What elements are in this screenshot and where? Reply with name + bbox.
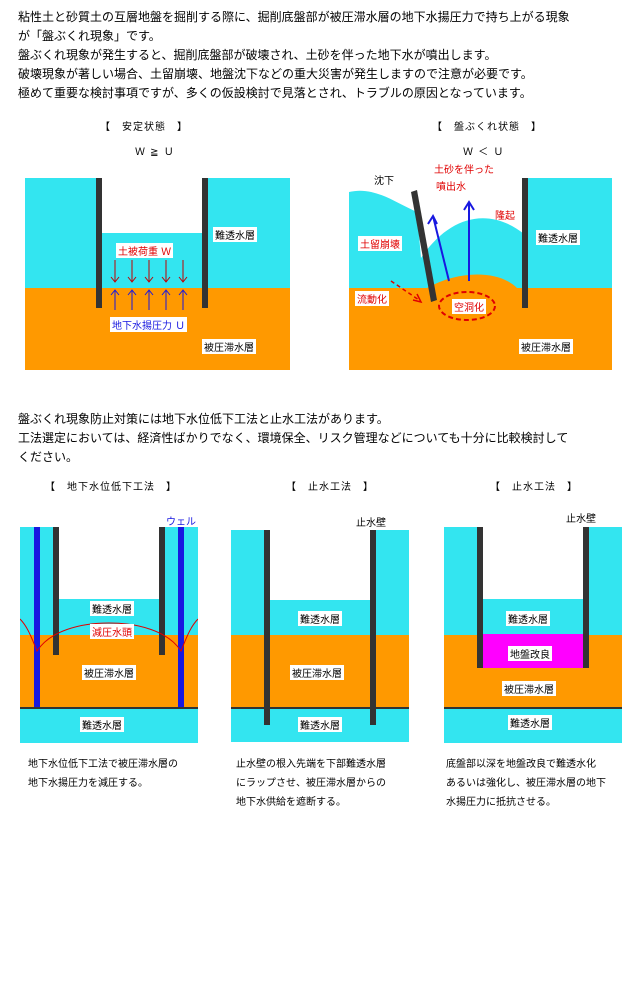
intro-text: 粘性土と砂質土の互層地盤を掘削する際に、掘削底盤部が被圧滞水層の地下水揚圧力で持… — [18, 8, 628, 103]
heave-title: 【 盤ぶくれ状態 】 — [432, 122, 542, 133]
confined-label: 被圧滞水層 — [519, 339, 573, 354]
caption-line: 水揚圧力に抵抗させる。 — [446, 797, 556, 808]
cutoff-wall — [477, 527, 483, 668]
method3-caption: 底盤部以深を地盤改良で難透水化 あるいは強化し、被圧滞水層の地下 水揚圧力に抵抗… — [446, 755, 636, 812]
confined-label: 被圧滞水層 — [290, 665, 344, 680]
well — [178, 527, 184, 707]
caption-line: 地下水揚圧力を減圧する。 — [28, 778, 148, 789]
bottom-impermeable-label: 難透水層 — [508, 715, 552, 730]
tilted-wall — [411, 190, 437, 302]
caption-line: にラップさせ、被圧滞水層からの — [236, 778, 386, 789]
retaining-wall — [53, 527, 59, 655]
uplift-label: 地下水揚圧力 Ｕ — [110, 317, 188, 332]
impermeable-label: 難透水層 — [298, 611, 342, 626]
confined-label: 被圧滞水層 — [82, 665, 136, 680]
caption-line: 止水壁の根入先端を下部難透水層 — [236, 759, 386, 770]
cutoff-wall — [264, 530, 270, 725]
bottom-impermeable-label: 難透水層 — [298, 717, 342, 732]
stable-title: 【 安定状態 】 — [100, 122, 188, 133]
load-label: 土被荷重 Ｗ — [116, 243, 174, 258]
method2-diagram — [231, 530, 409, 742]
intro-line: 盤ぶくれ現象が発生すると、掘削底盤部が破壊され、土砂を伴った地下水が噴出します。 — [18, 48, 497, 62]
retaining-wall — [159, 527, 165, 655]
method3-title: 【 止水工法 】 — [490, 482, 578, 493]
impermeable-label: 難透水層 — [536, 230, 580, 245]
method1-title: 【 地下水位低下工法 】 — [45, 482, 177, 493]
heave-diagram — [349, 178, 612, 370]
middle-line: 盤ぶくれ現象防止対策には地下水位低下工法と止水工法があります。 — [18, 412, 389, 426]
method3-diagram — [444, 527, 622, 743]
method1-caption: 地下水位低下工法で被圧滞水層の 地下水揚圧力を減圧する。 — [28, 755, 218, 793]
uplift-label: 隆起 — [495, 211, 515, 222]
cutoff-wall-label: 止水壁 — [566, 514, 596, 525]
bottom-impermeable-label: 難透水層 — [80, 717, 124, 732]
impermeable-label: 難透水層 — [506, 611, 550, 626]
retaining-wall — [202, 178, 208, 308]
settlement-label: 沈下 — [374, 176, 394, 187]
stable-diagram — [25, 178, 290, 370]
well-label: ウェル — [166, 517, 196, 528]
intro-line: 破壊現象が著しい場合、土留崩壊、地盤沈下などの重大災害が発生しますので注意が必要… — [18, 67, 533, 81]
intro-line: が「盤ぶくれ現象」です。 — [18, 29, 161, 43]
middle-text: 盤ぶくれ現象防止対策には地下水位低下工法と止水工法があります。 工法選定において… — [18, 410, 628, 467]
retaining-wall — [522, 178, 528, 308]
cutoff-wall — [583, 527, 589, 668]
method2-title: 【 止水工法 】 — [286, 482, 374, 493]
middle-line: ください。 — [18, 450, 79, 464]
caption-line: 地下水位低下工法で被圧滞水層の — [28, 759, 178, 770]
confined-label: 被圧滞水層 — [202, 339, 256, 354]
intro-line: 極めて重要な検討事項ですが、多くの仮設検討で見落とされ、トラブルの原因となってい… — [18, 86, 532, 100]
cavity-label: 空洞化 — [452, 299, 486, 314]
caption-line: 底盤部以深を地盤改良で難透水化 — [446, 759, 596, 770]
cutoff-wall — [370, 530, 376, 725]
caption-line: あるいは強化し、被圧滞水層の地下 — [446, 778, 606, 789]
method2-caption: 止水壁の根入先端を下部難透水層 にラップさせ、被圧滞水層からの 地下水供給を遮断… — [236, 755, 426, 812]
caption-line: 地下水供給を遮断する。 — [236, 797, 346, 808]
well — [34, 527, 40, 707]
sand-label: 噴出水 — [436, 182, 466, 193]
collapse-label: 土留崩壊 — [358, 236, 402, 251]
ground-improvement-label: 地盤改良 — [508, 646, 552, 661]
confined-label: 被圧滞水層 — [502, 681, 556, 696]
intro-line: 粘性土と砂質土の互層地盤を掘削する際に、掘削底盤部が被圧滞水層の地下水揚圧力で持… — [18, 10, 570, 24]
fluidize-label: 流動化 — [355, 291, 389, 306]
sand-label: 土砂を伴った — [434, 165, 494, 176]
stable-formula: Ｗ ≧ Ｕ — [135, 147, 175, 158]
retaining-wall — [96, 178, 102, 308]
middle-line: 工法選定においては、経済性ばかりでなく、環境保全、リスク管理などについても十分に… — [18, 431, 569, 445]
cutoff-wall-label: 止水壁 — [356, 518, 386, 529]
heave-formula: Ｗ ＜ Ｕ — [463, 147, 505, 158]
impermeable-label: 難透水層 — [90, 601, 134, 616]
impermeable-label: 難透水層 — [213, 227, 257, 242]
reduced-head-label: 減圧水頭 — [90, 624, 134, 639]
